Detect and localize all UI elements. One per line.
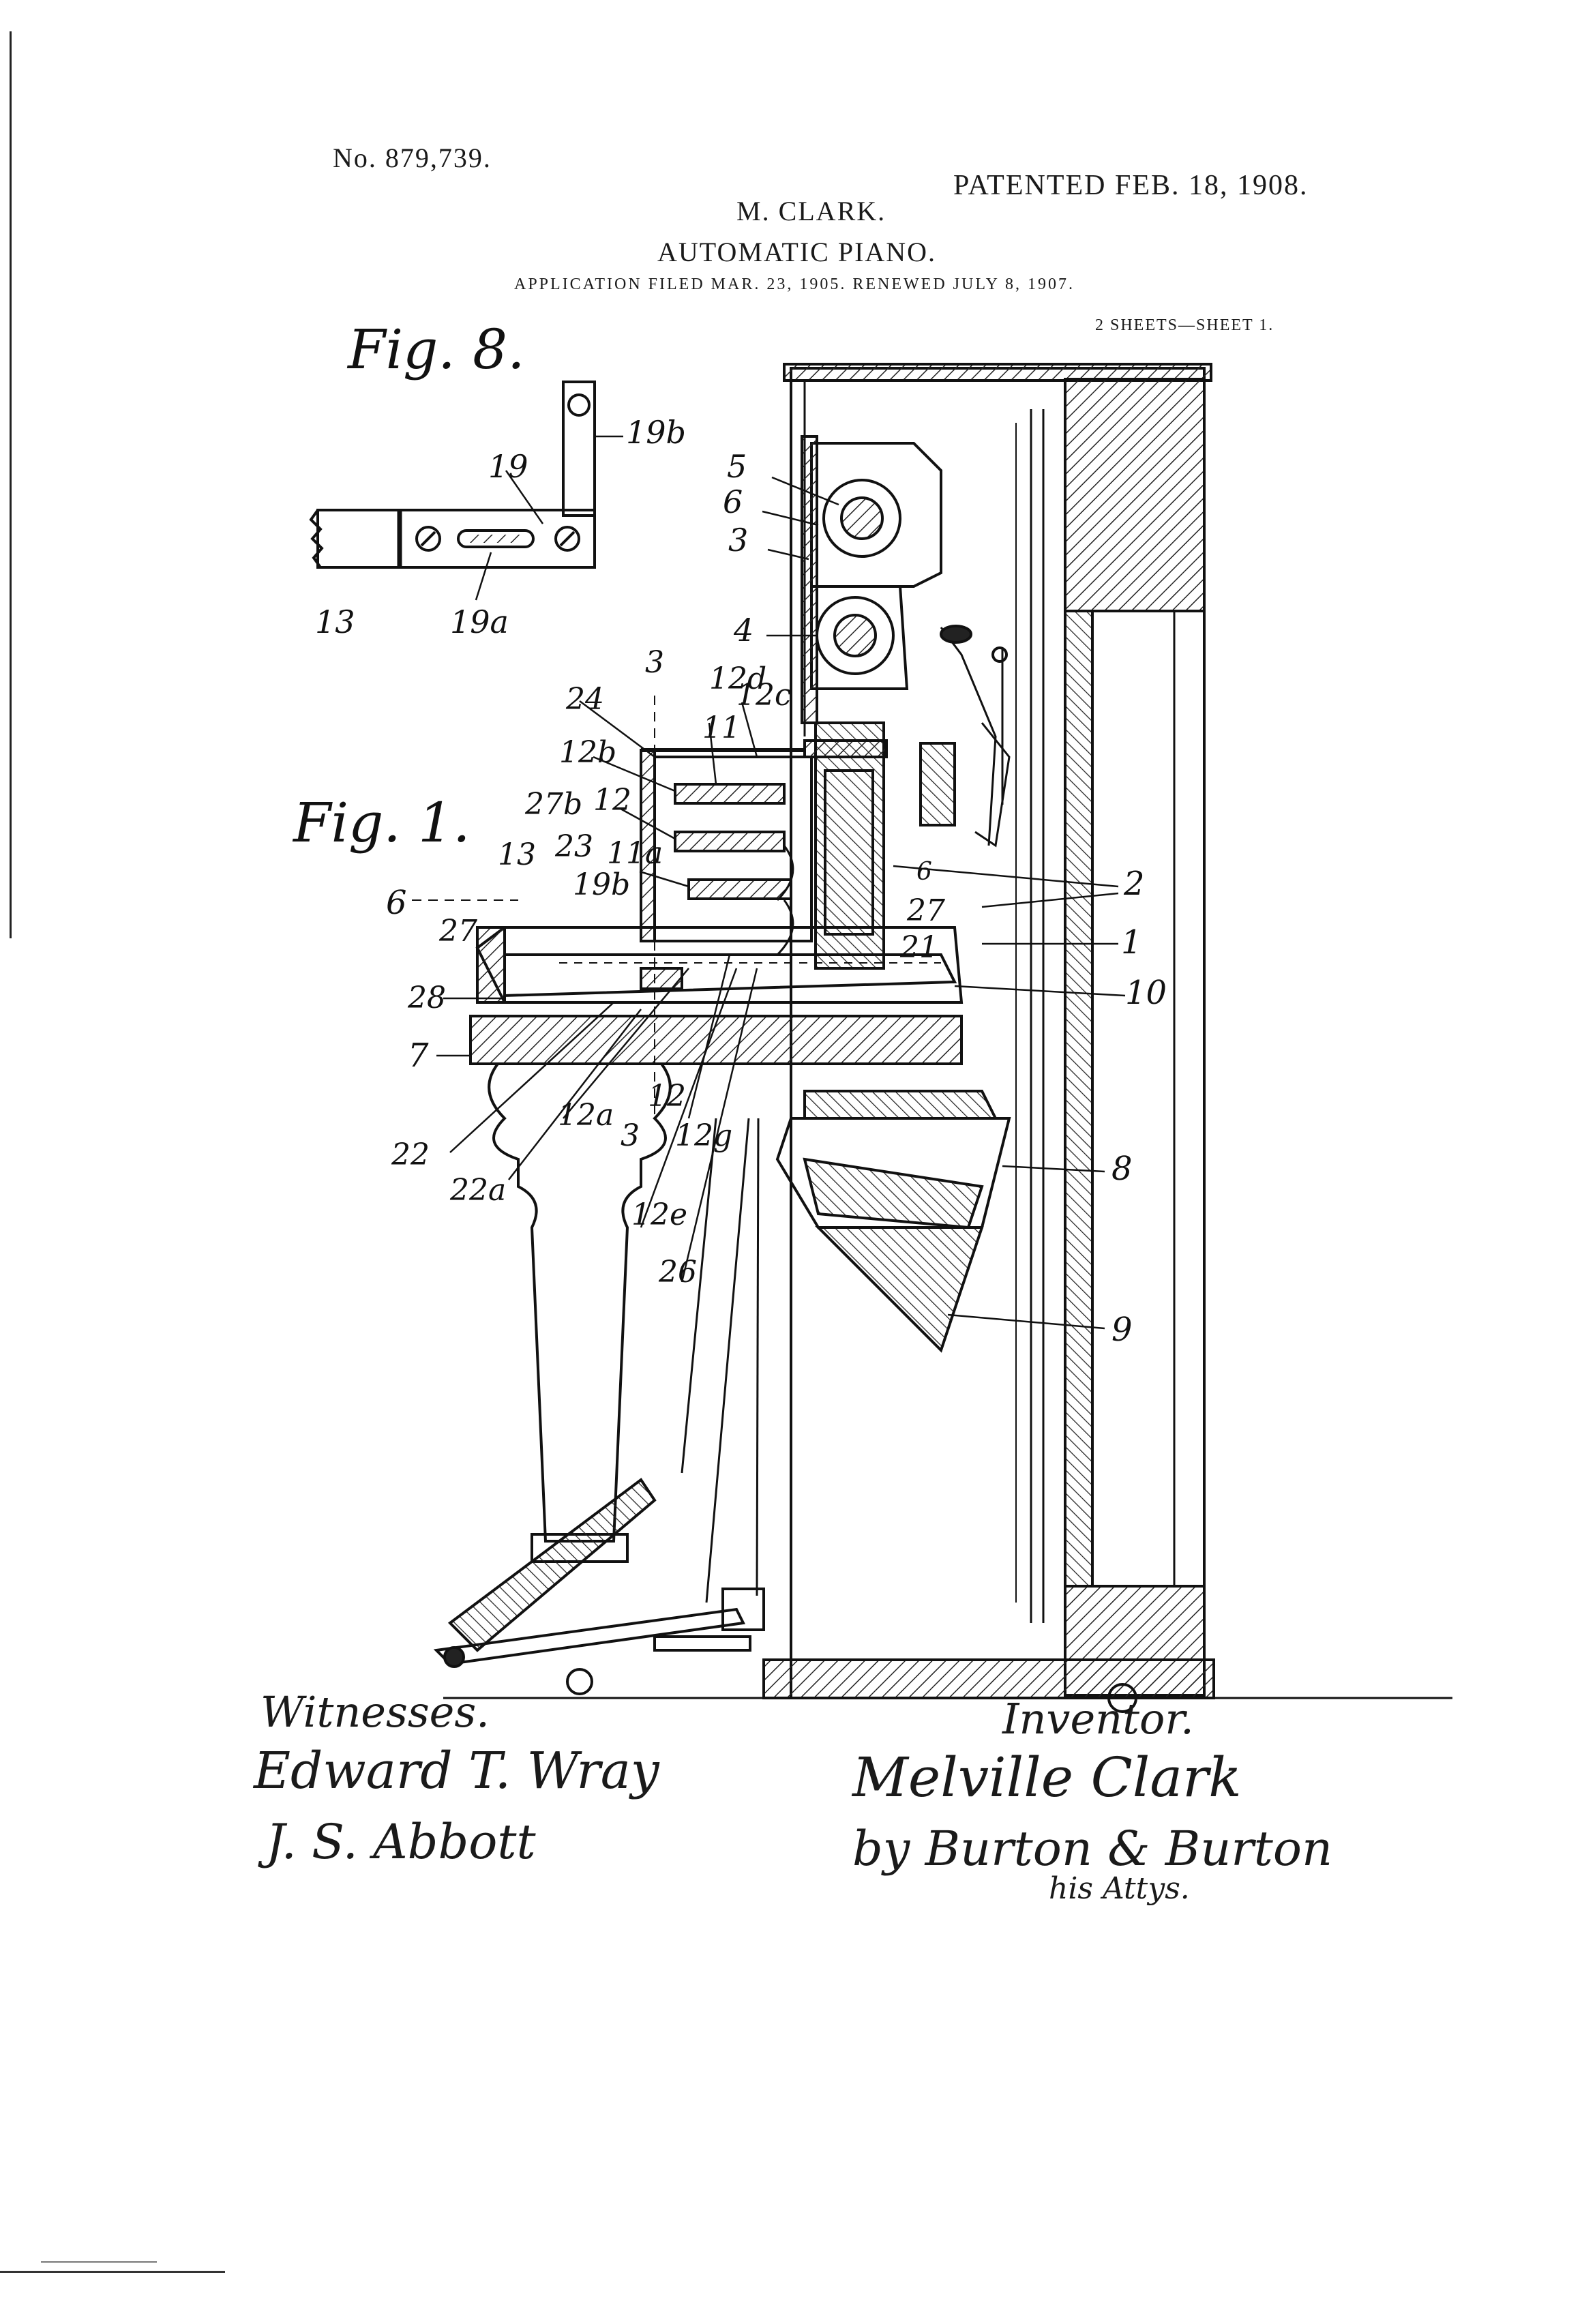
scan-artifact-line bbox=[0, 2271, 225, 2273]
ref-12e: 12e bbox=[631, 1197, 687, 1232]
patent-number: No. 879,739. bbox=[333, 143, 492, 173]
ref-12: 12 bbox=[593, 783, 631, 818]
fig1-title: Fig. 1. bbox=[292, 791, 471, 854]
ref-27: 27 bbox=[438, 914, 477, 949]
ref-5: 5 bbox=[727, 448, 747, 485]
fig8-screw-left bbox=[415, 526, 441, 552]
ref-19: 19 bbox=[488, 448, 528, 485]
ref-3-bottom: 3 bbox=[621, 1118, 640, 1153]
patented-date: PATENTED FEB. 18, 1908. bbox=[953, 170, 1309, 201]
patent-title: AUTOMATIC PIANO. bbox=[657, 237, 937, 267]
attorney-label: his Attys. bbox=[1049, 1871, 1190, 1906]
witnesses-label: Witnesses. bbox=[260, 1687, 490, 1737]
ref-11: 11 bbox=[702, 711, 741, 745]
ref-4: 4 bbox=[733, 612, 753, 649]
soundboard bbox=[1064, 610, 1094, 1588]
inventor-label: Inventor. bbox=[1002, 1694, 1194, 1744]
ref-3-top: 3 bbox=[645, 645, 664, 680]
ref-12b: 12b bbox=[559, 735, 616, 770]
ref-10: 10 bbox=[1125, 974, 1167, 1012]
scan-artifact-line bbox=[41, 2261, 157, 2263]
ref-12-mid: 12 bbox=[648, 1079, 686, 1114]
ref-26: 26 bbox=[658, 1255, 697, 1290]
ref-24: 24 bbox=[565, 682, 604, 717]
ref-6: 6 bbox=[723, 483, 743, 520]
witness-signature-2: J. S. Abbott bbox=[266, 1814, 536, 1870]
roll-box-front bbox=[801, 435, 818, 724]
ref-3: 3 bbox=[728, 522, 748, 558]
inventor-name-header: M. CLARK. bbox=[736, 196, 886, 226]
sheets-line: 2 SHEETS—SHEET 1. bbox=[1095, 316, 1274, 334]
ref-19b-fig1: 19b bbox=[573, 867, 630, 902]
ref-12g: 12g bbox=[675, 1118, 732, 1153]
ref-1: 1 bbox=[1121, 923, 1142, 962]
duct-inner bbox=[824, 769, 874, 936]
action-block bbox=[919, 742, 956, 826]
ref-13-fig1: 13 bbox=[498, 837, 536, 872]
ref-12a: 12a bbox=[558, 1098, 614, 1133]
fig8-hole bbox=[567, 393, 591, 417]
ref-7: 7 bbox=[408, 1037, 429, 1075]
hammer-head bbox=[940, 625, 972, 644]
ref-19b: 19b bbox=[626, 414, 686, 451]
ref-13: 13 bbox=[315, 604, 355, 640]
ref-23: 23 bbox=[554, 829, 593, 864]
fig8-break-line bbox=[309, 509, 324, 569]
ref-12c: 12c bbox=[736, 678, 792, 713]
ref-8: 8 bbox=[1111, 1150, 1133, 1188]
ref-6-left: 6 bbox=[386, 884, 407, 922]
figure-8 bbox=[309, 381, 623, 601]
key-bed-frame bbox=[475, 926, 964, 1004]
page-edge-line bbox=[10, 31, 12, 938]
ref-22a: 22a bbox=[449, 1173, 506, 1208]
pedal bbox=[447, 1478, 657, 1652]
witness-signature-1: Edward T. Wray bbox=[254, 1742, 659, 1800]
ref-9: 9 bbox=[1111, 1311, 1133, 1349]
caster-left bbox=[566, 1668, 593, 1695]
back-top-block bbox=[1064, 378, 1206, 612]
application-line: APPLICATION FILED MAR. 23, 1905. RENEWED… bbox=[514, 275, 1075, 293]
pneumatic-11a bbox=[687, 878, 792, 900]
rod-26 bbox=[705, 1118, 750, 1603]
fig8-title: Fig. 8. bbox=[346, 318, 525, 381]
attorney-signature: by Burton & Burton bbox=[852, 1821, 1333, 1877]
pneumatic-12 bbox=[674, 831, 786, 852]
ref-21: 21 bbox=[899, 930, 938, 965]
ref-6-right: 6 bbox=[916, 858, 932, 886]
bellows-9 bbox=[815, 1226, 984, 1353]
cabinet-bottom bbox=[762, 1658, 1215, 1699]
figure-1 bbox=[412, 363, 1452, 1713]
ref-27-right: 27 bbox=[906, 893, 945, 928]
piano-leg bbox=[488, 1062, 672, 1543]
fig8-slot-19a bbox=[457, 529, 535, 548]
pedal-bracket bbox=[721, 1588, 765, 1631]
ref-12d: 12d bbox=[709, 661, 766, 696]
ref-19a: 19a bbox=[450, 604, 509, 640]
ref-22: 22 bbox=[391, 1137, 430, 1172]
inventor-signature: Melville Clark bbox=[852, 1746, 1242, 1809]
ref-28: 28 bbox=[407, 981, 446, 1015]
ref-27b: 27b bbox=[524, 787, 582, 822]
fig8-bar-13 bbox=[316, 509, 401, 569]
fig8-arm-19b bbox=[562, 381, 596, 517]
ref-11a: 11a bbox=[607, 836, 663, 871]
ref-2: 2 bbox=[1123, 865, 1145, 903]
fig8-screw-right bbox=[554, 526, 580, 552]
pneumatic-12b bbox=[674, 783, 786, 805]
keys bbox=[503, 953, 957, 998]
roll-5 bbox=[822, 479, 901, 558]
